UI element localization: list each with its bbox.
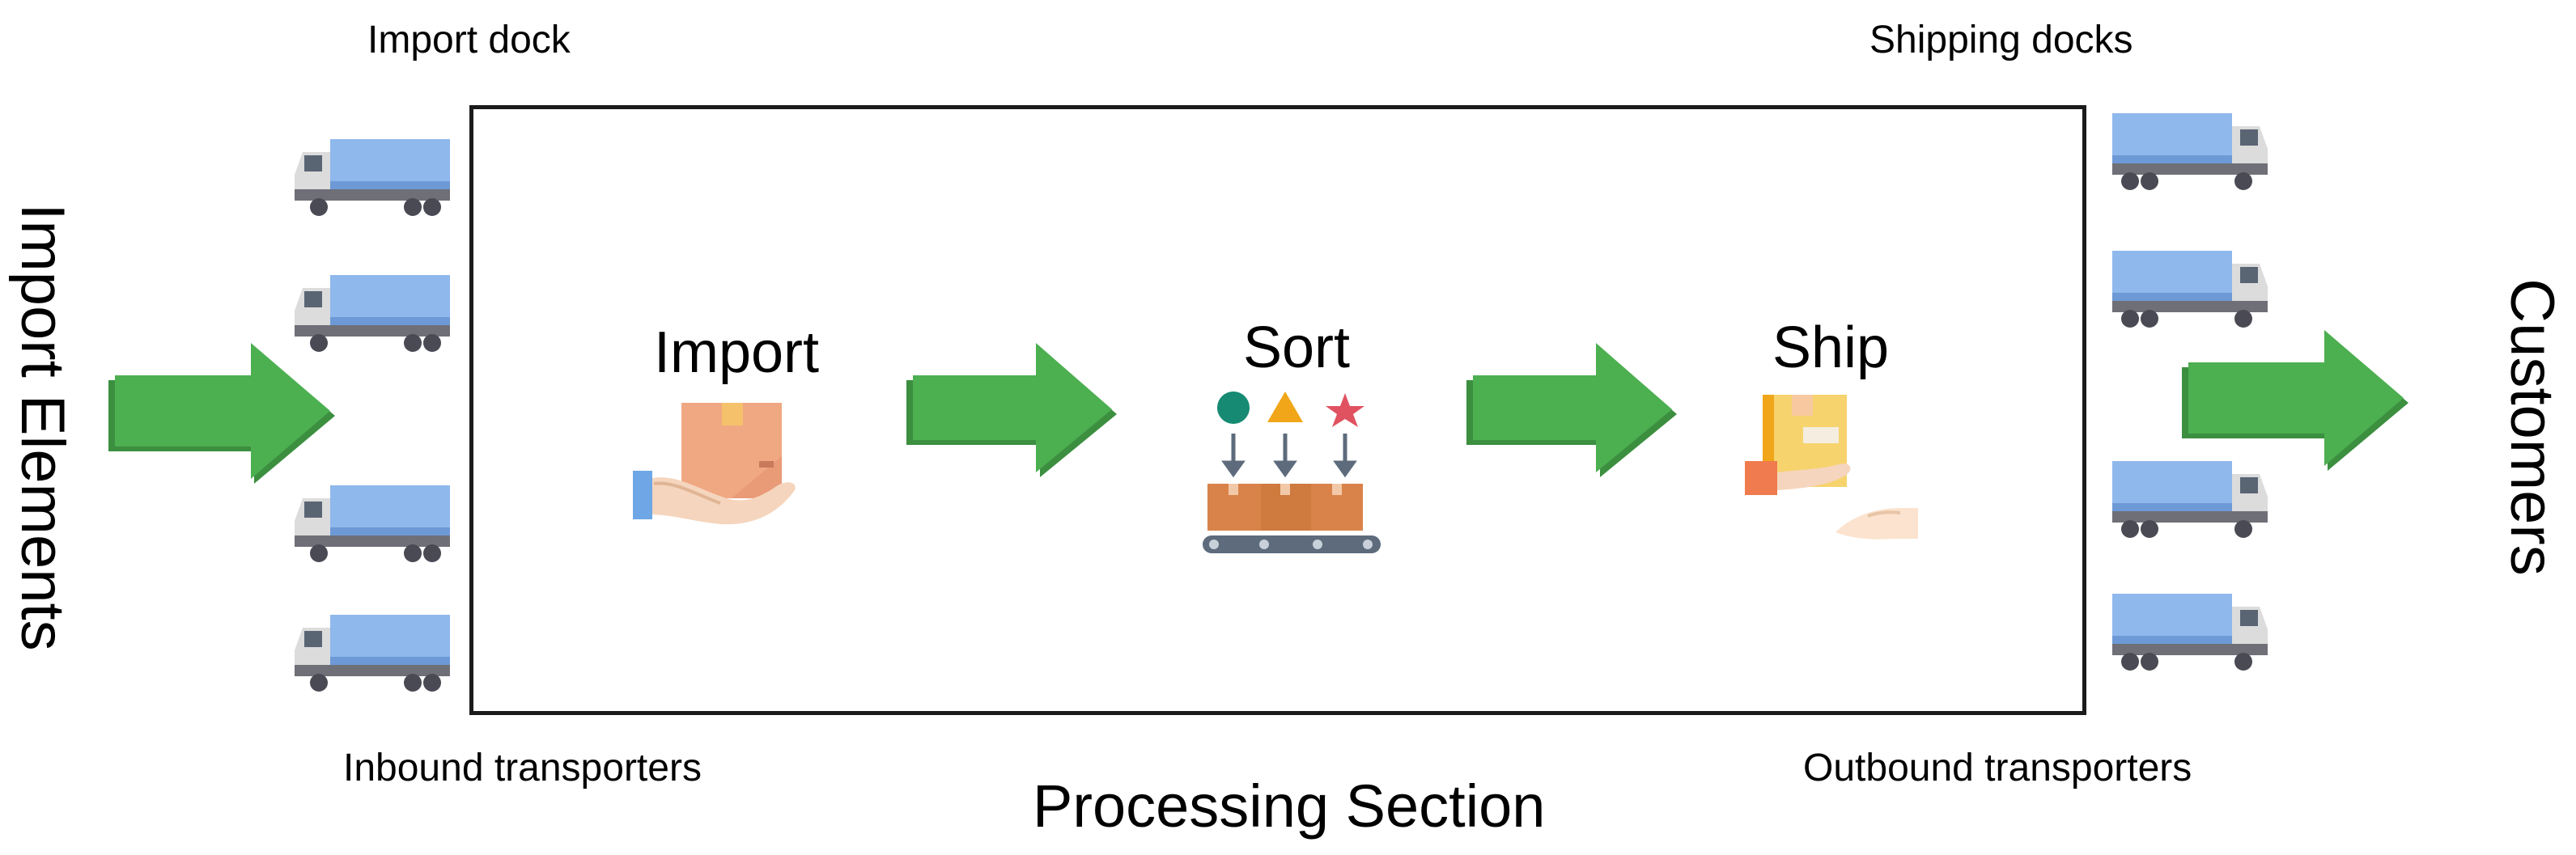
step-label-ship: Ship: [1772, 315, 1890, 380]
truck-icon: [295, 139, 450, 216]
step-label-sort: Sort: [1242, 315, 1351, 380]
truck-icon: [2112, 594, 2268, 671]
truck-icon: [295, 275, 450, 352]
processing-section-label: Processing Section: [1033, 772, 1546, 840]
import-elements-label: Import Elements: [8, 203, 77, 651]
import-dock-label: Import dock: [367, 19, 571, 61]
arrow-right-icon: [906, 343, 1117, 477]
truck-icon: [2112, 461, 2268, 538]
sorting-conveyor-icon: [1203, 392, 1381, 553]
customers-label: Customers: [2497, 278, 2566, 576]
step-label-import: Import: [653, 320, 820, 385]
truck-icon: [2112, 251, 2268, 328]
truck-icon: [295, 485, 450, 562]
outbound-transporters-label: Outbound transporters: [1803, 747, 2192, 789]
arrow-right-icon: [1466, 343, 1677, 477]
arrow-right-icon: [2182, 330, 2408, 471]
truck-icon: [2112, 113, 2268, 190]
box-in-hand-icon: [633, 403, 796, 525]
inbound-transporters-label: Inbound transporters: [343, 747, 702, 789]
truck-icon: [295, 615, 450, 692]
package-handover-icon: [1745, 395, 1918, 540]
shipping-docks-label: Shipping docks: [1869, 19, 2133, 61]
processing-section-box: [469, 105, 2086, 715]
arrow-right-icon: [108, 343, 335, 484]
